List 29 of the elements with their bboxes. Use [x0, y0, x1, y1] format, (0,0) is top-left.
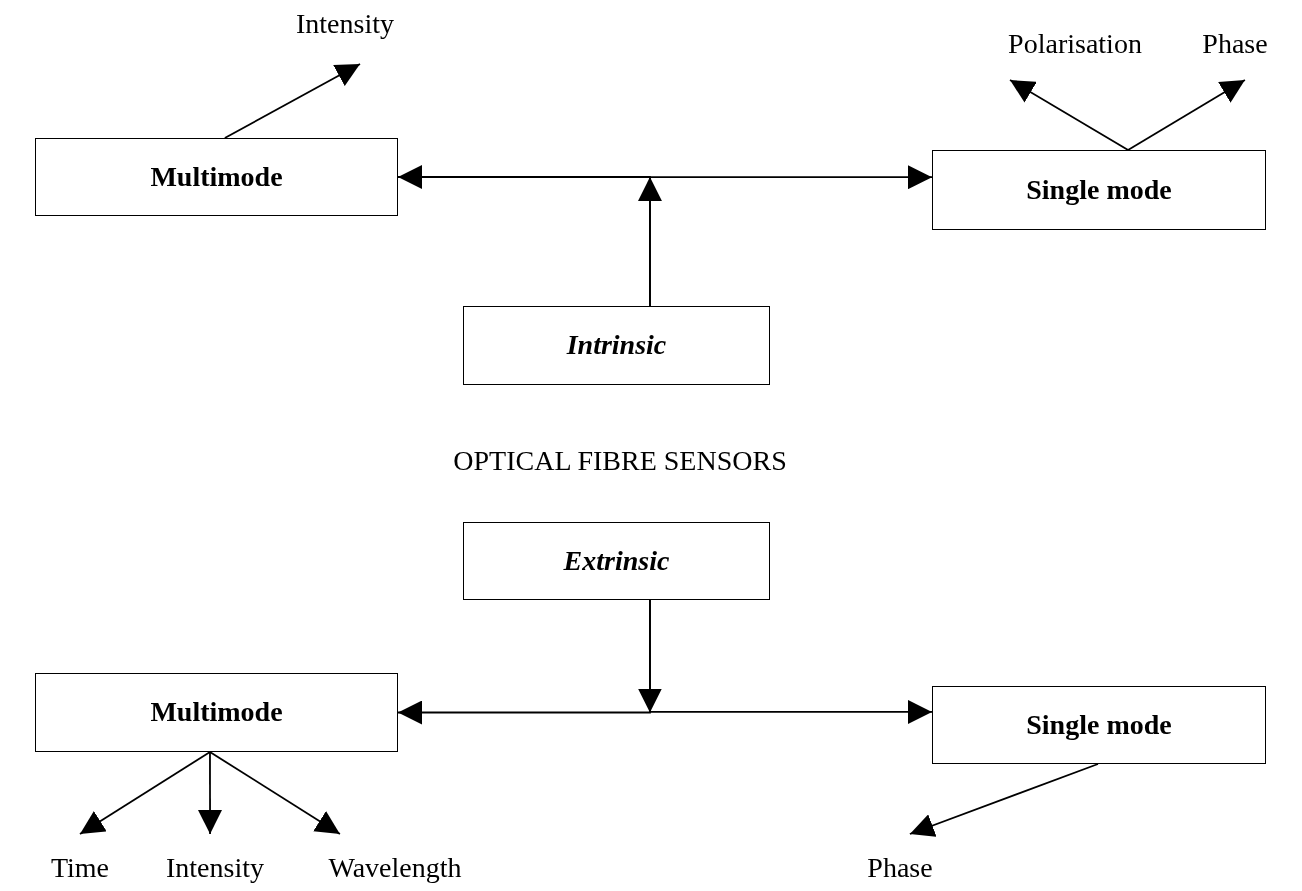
category-box [932, 150, 1266, 230]
arrow [79, 751, 211, 835]
box-label: Extrinsic [563, 544, 670, 578]
output-label: Wavelength [300, 834, 490, 884]
category-box [932, 686, 1266, 764]
arrow [909, 763, 1099, 837]
output-label: Time [30, 834, 130, 884]
output-label: Polarisation [985, 28, 1165, 80]
output-label: Intensity [140, 834, 290, 884]
output-label: Intensity [270, 8, 420, 64]
category-box [35, 138, 398, 216]
arrow [209, 751, 341, 835]
category-box [463, 522, 770, 600]
arrow [1127, 79, 1246, 151]
box-label: Multimode [150, 696, 283, 729]
category-box [463, 306, 770, 385]
output-label: Phase [845, 834, 955, 884]
arrow [649, 599, 933, 724]
arrow [223, 63, 361, 139]
arrow [1009, 79, 1129, 151]
category-box [35, 673, 398, 752]
box-label: Multimode [150, 160, 283, 194]
box-label: Intrinsic [566, 329, 667, 362]
diagram-heading: OPTICAL FIBRE SENSORS [453, 445, 787, 477]
box-label: Single mode [1026, 173, 1172, 207]
output-label: Phase [1190, 28, 1280, 80]
arrow [198, 751, 223, 835]
arrow [649, 165, 933, 307]
box-label: Single mode [1026, 708, 1172, 742]
